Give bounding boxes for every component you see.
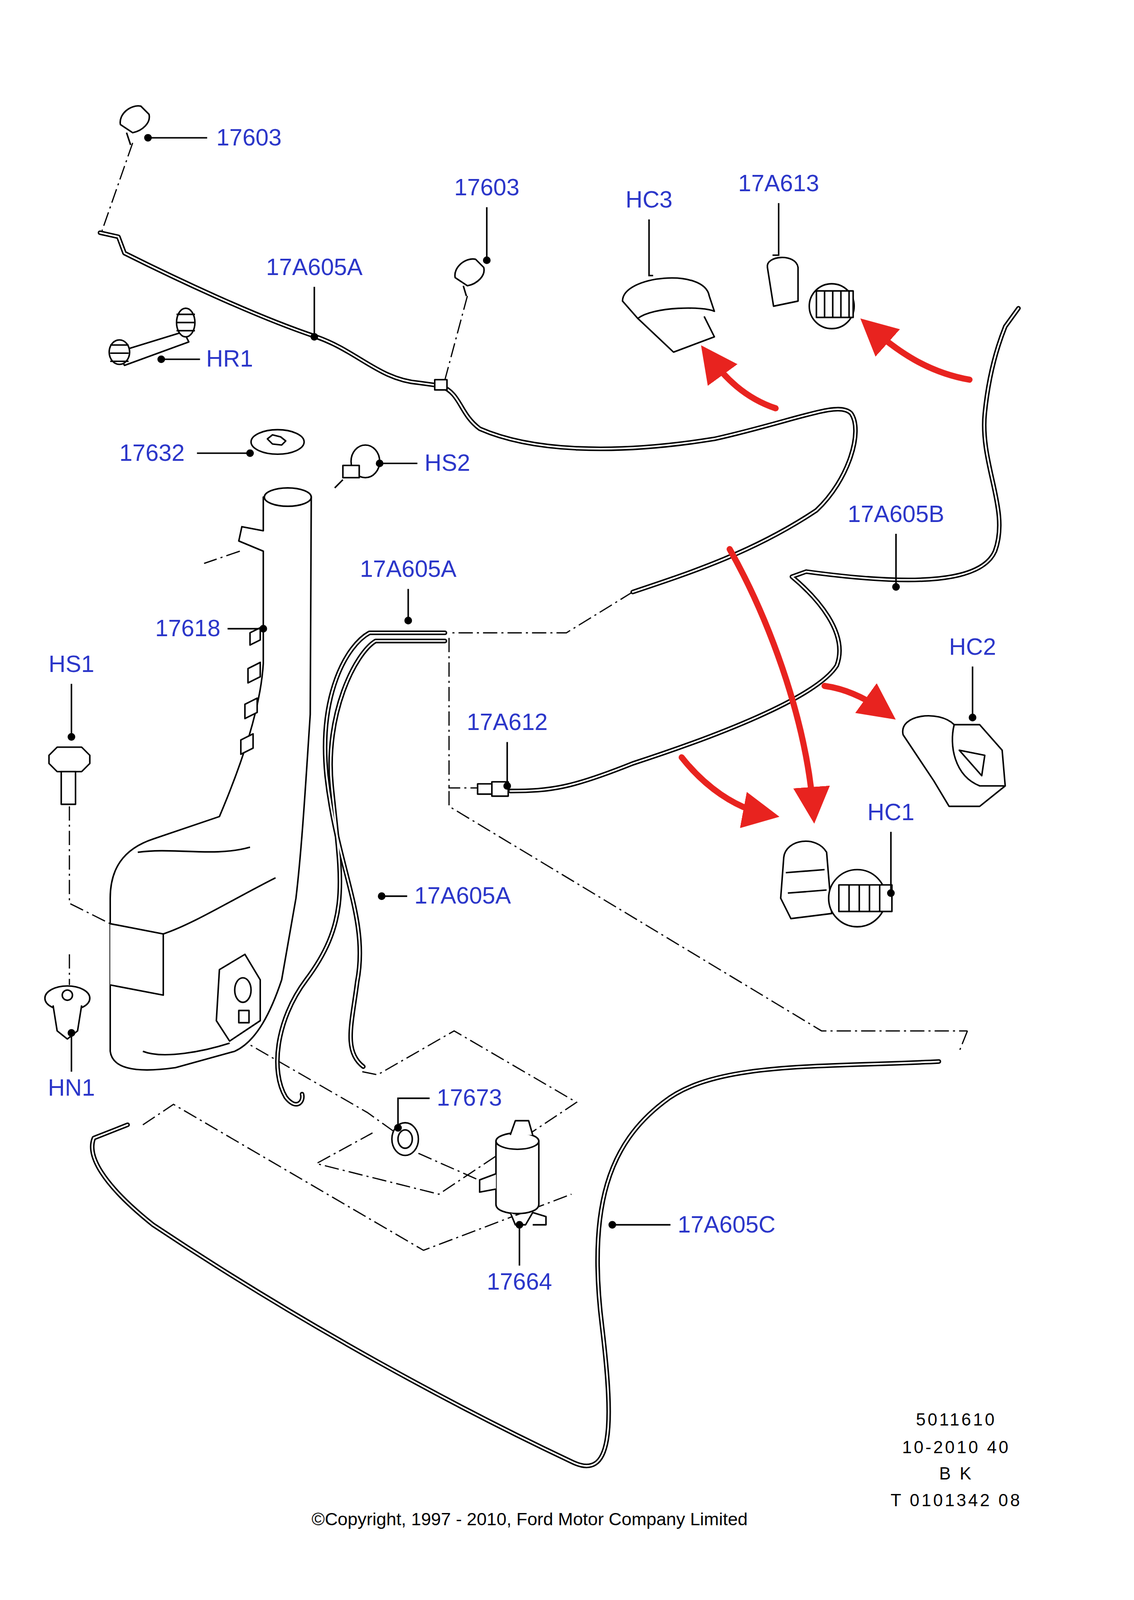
part-number: 17A612 — [464, 709, 551, 736]
parts — [44, 106, 1006, 1225]
part-number: 17A605A — [412, 883, 513, 909]
drawing-code: 5011610 — [913, 1410, 999, 1430]
dash-dot-lines — [69, 142, 968, 1250]
part-number: 17A605A — [264, 254, 365, 281]
drawing-code: T 0101342 08 — [888, 1491, 1024, 1511]
part-number: 17618 — [153, 615, 223, 642]
callout-code: HR1 — [204, 346, 256, 372]
callout-code: HC2 — [946, 634, 999, 661]
assembly-arrows — [681, 326, 970, 815]
washer-hoses — [92, 232, 1019, 1467]
callout-code: HS1 — [46, 651, 97, 678]
part-number: 17603 — [214, 125, 284, 151]
callout-code: HS2 — [422, 450, 473, 477]
part-number: 17673 — [434, 1085, 505, 1111]
part-number: 17632 — [117, 440, 187, 467]
part-number: 17A605A — [357, 556, 459, 583]
part-number: 17603 — [452, 174, 522, 201]
leader-lines — [68, 134, 976, 1266]
part-number: 17A605B — [845, 501, 947, 528]
callout-code: HN1 — [45, 1075, 97, 1101]
part-number: 17664 — [484, 1269, 555, 1295]
drawing-code: B K — [936, 1465, 975, 1485]
part-number: 17A613 — [736, 170, 822, 197]
part-number: 17A605C — [675, 1211, 778, 1238]
callout-code: HC3 — [623, 187, 675, 213]
drawing-code: 10-2010 40 — [900, 1438, 1013, 1458]
copyright-notice: ©Copyright, 1997 - 2010, Ford Motor Comp… — [309, 1509, 750, 1530]
callout-code: HC1 — [865, 799, 917, 826]
